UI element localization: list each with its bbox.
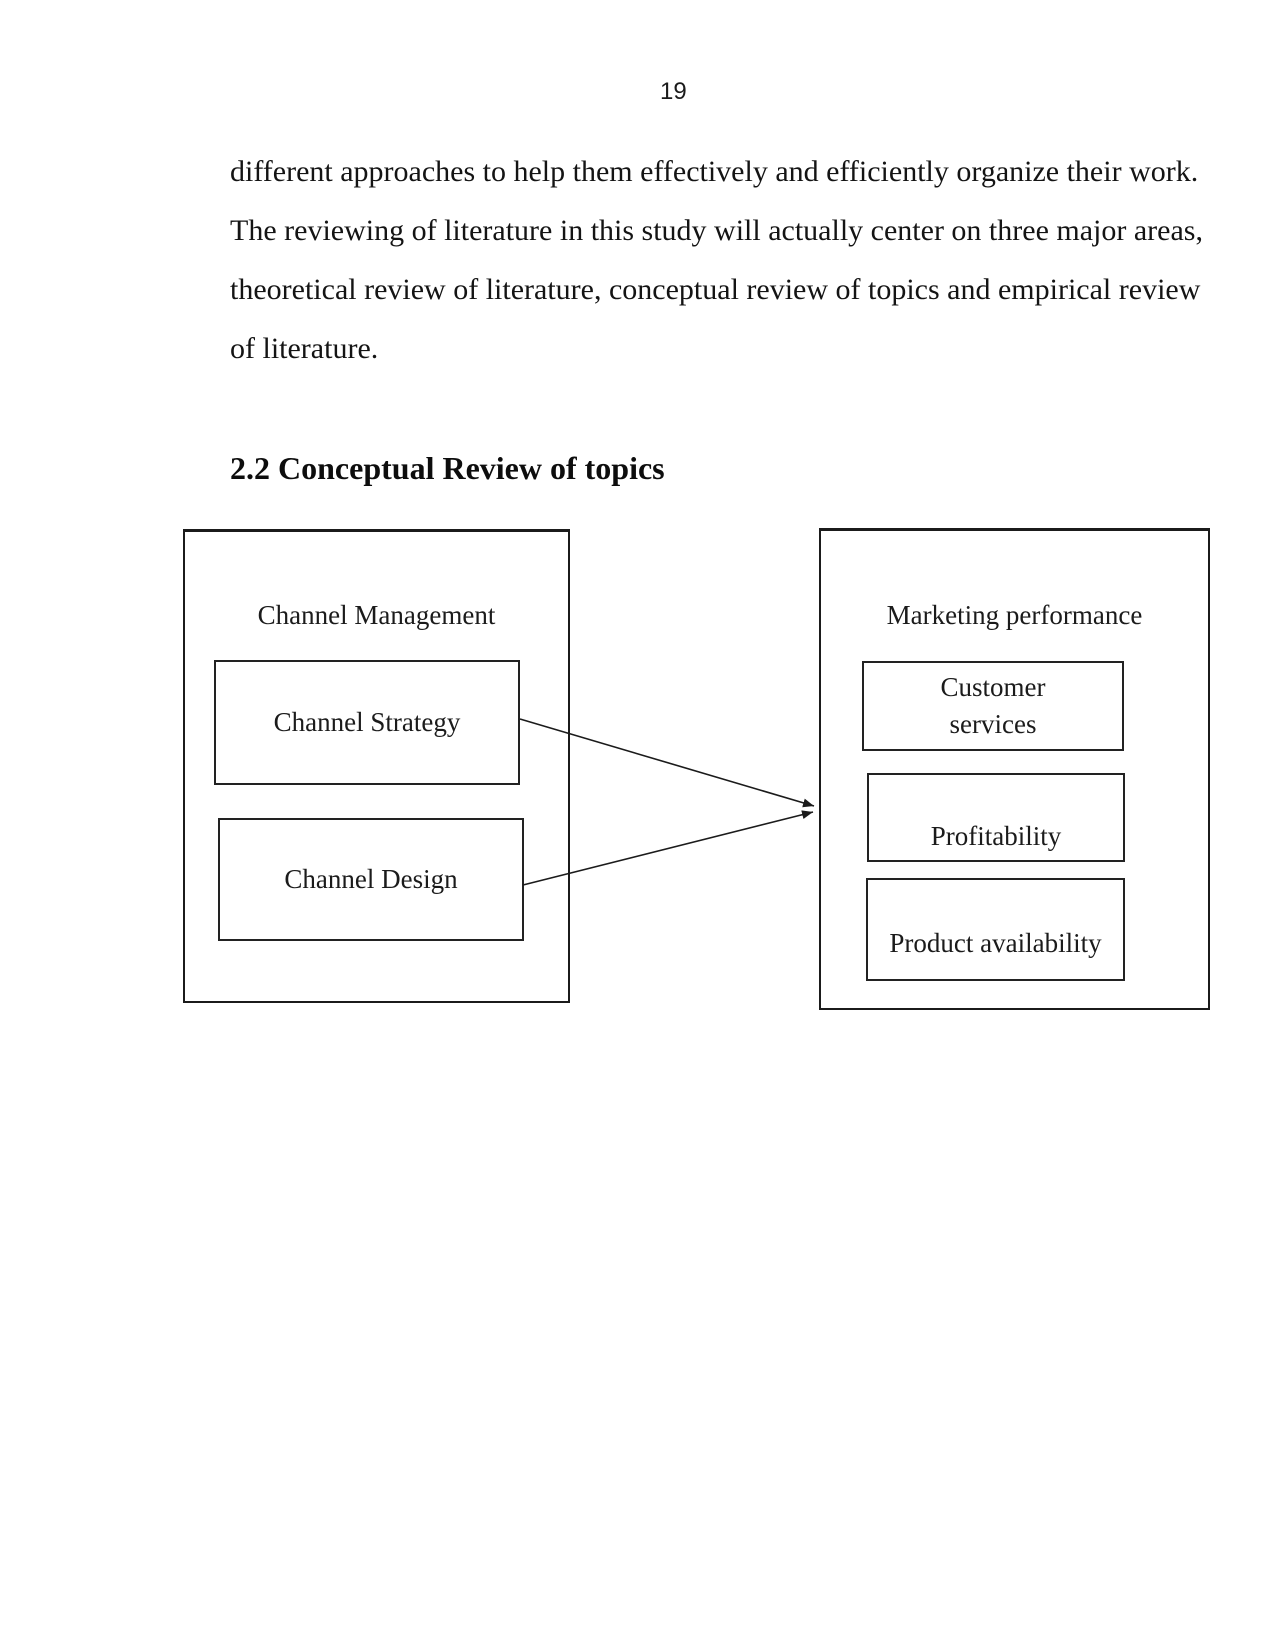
product-availability-box: Product availability xyxy=(866,878,1125,981)
section-heading: 2.2 Conceptual Review of topics xyxy=(230,450,665,486)
marketing-performance-group-box: Marketing performance Customer services … xyxy=(819,528,1210,1010)
profitability-label: Profitability xyxy=(930,821,1062,851)
paragraph-line: of literature. xyxy=(230,332,379,365)
paragraph: different approaches to help them effect… xyxy=(230,142,1203,378)
customer-services-label-line: services xyxy=(949,709,1037,739)
product-availability-label: Product availability xyxy=(889,928,1102,958)
channel-design-label: Channel Design xyxy=(284,864,458,894)
channel-strategy-box: Channel Strategy xyxy=(214,660,520,785)
channel-design-box: Channel Design xyxy=(218,818,524,941)
channel-strategy-label: Channel Strategy xyxy=(273,707,461,737)
channel-management-group-box: Channel Management Channel Strategy Chan… xyxy=(183,529,570,1003)
customer-services-label-line: Customer xyxy=(940,672,1046,702)
channel-management-title: Channel Management xyxy=(257,600,496,630)
marketing-performance-title: Marketing performance xyxy=(886,600,1143,630)
paragraph-line: The reviewing of literature in this stud… xyxy=(230,214,1203,247)
customer-services-box: Customer services xyxy=(862,661,1124,751)
paragraph-line: theoretical review of literature, concep… xyxy=(230,273,1201,306)
profitability-box: Profitability xyxy=(867,773,1125,862)
paragraph-line: different approaches to help them effect… xyxy=(230,155,1199,188)
page-number: 19 xyxy=(660,78,687,105)
